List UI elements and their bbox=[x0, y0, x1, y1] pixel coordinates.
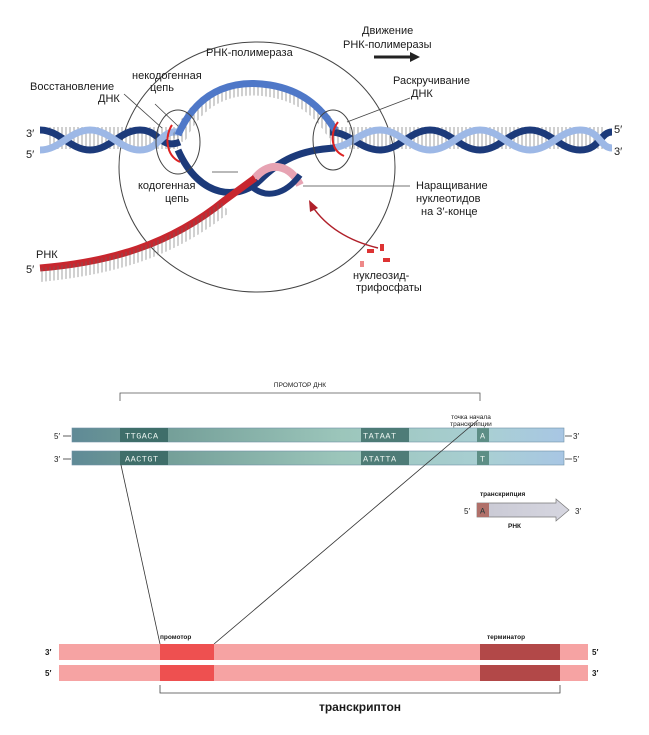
rna-arrow-right-end: 3′ bbox=[575, 507, 581, 516]
bottom-promoter-region bbox=[160, 665, 214, 681]
coding-strand bbox=[174, 144, 336, 196]
top-strand-strip bbox=[71, 427, 565, 443]
gene-top-right-end: 5′ bbox=[592, 648, 598, 657]
gene-bottom-right-end: 3′ bbox=[592, 669, 598, 678]
restore-circle bbox=[155, 109, 201, 175]
bottom-left-end: 3′ bbox=[54, 455, 60, 464]
ntp-molecules-icon bbox=[360, 244, 390, 267]
right-dna-helix bbox=[329, 126, 613, 154]
bottom-start bbox=[477, 451, 489, 465]
unwind-label-line1: Раскручивание bbox=[393, 75, 470, 87]
right-top-end-label: 5′ bbox=[614, 124, 622, 136]
bottom-terminator-region bbox=[480, 665, 560, 681]
unwind-rotation-icon bbox=[331, 121, 345, 157]
unwind-label-line2: ДНК bbox=[411, 88, 433, 100]
movement-label-line2: РНК-полимеразы bbox=[343, 39, 432, 51]
unwind-circle bbox=[312, 109, 354, 171]
rna-strand bbox=[39, 175, 258, 282]
bottom-right-end: 5′ bbox=[573, 455, 579, 464]
bottom-box1 bbox=[120, 451, 168, 465]
top-start bbox=[477, 428, 489, 442]
growth-label-line2: нуклеотидов bbox=[416, 193, 481, 205]
promoter-label: промотор bbox=[160, 634, 191, 641]
rna-arrow-label: РНК bbox=[508, 523, 521, 530]
transcripton-label: транскриптон bbox=[319, 700, 401, 714]
restore-label-line1: Восстановление bbox=[30, 81, 114, 93]
polymerase-section: РНК-полимераза Движение РНК-полимеразы н… bbox=[26, 25, 622, 294]
zoom-line-left bbox=[120, 464, 161, 645]
terminator-label: терминатор bbox=[487, 634, 525, 641]
restore-rotation-icon bbox=[166, 124, 181, 163]
rna-5-end-label: 5′ bbox=[26, 264, 34, 276]
movement-label-line1: Движение bbox=[362, 25, 413, 37]
start-point-line1: точка начала bbox=[451, 414, 491, 421]
bottom-box1-seq: AACTGT bbox=[125, 455, 159, 465]
noncoding-label-line2: цепь bbox=[150, 82, 174, 94]
top-terminator-region bbox=[480, 644, 560, 660]
gene-bottom-left-end: 5′ bbox=[45, 669, 51, 678]
bottom-box2 bbox=[361, 451, 409, 465]
rna-arrow-left-end: 5′ bbox=[464, 507, 470, 516]
rna-arrow bbox=[476, 498, 570, 522]
left-top-end-label: 3′ bbox=[26, 128, 34, 140]
rna-polymerase-label: РНК-полимераза bbox=[206, 47, 294, 59]
bottom-box2-seq: ATATTA bbox=[363, 455, 397, 465]
top-box2-seq: TATAAT bbox=[363, 432, 397, 442]
restore-label-line2: ДНК bbox=[98, 93, 120, 105]
transcripton-section: промотор терминатор 3′ 5′ 5′ 3′ транскри… bbox=[45, 634, 598, 714]
ntp-arrowhead-icon bbox=[309, 200, 318, 212]
start-point-line2: транскрипции bbox=[450, 421, 492, 428]
coding-label-line1: кодогенная bbox=[138, 180, 196, 192]
restore-leader bbox=[123, 93, 163, 129]
ntp-label-line2: трифосфаты bbox=[356, 282, 422, 294]
promoter-section: ПРОМОТОР ДНК точка начала транскрипции T… bbox=[54, 382, 581, 530]
noncoding-strand-arc bbox=[171, 79, 342, 144]
top-promoter-region bbox=[160, 644, 214, 660]
bottom-strand-strip bbox=[71, 450, 565, 466]
movement-arrow-icon bbox=[374, 52, 420, 62]
left-bottom-end-label: 5′ bbox=[26, 149, 34, 161]
ntp-label-line1: нуклеозид- bbox=[353, 270, 410, 282]
bottom-start-nt: T bbox=[480, 455, 486, 465]
unwind-leader bbox=[346, 97, 411, 123]
top-start-nt: A bbox=[480, 432, 486, 442]
rna-dna-hybrid bbox=[247, 162, 304, 197]
promoter-title: ПРОМОТОР ДНК bbox=[274, 382, 326, 389]
top-box1-seq: TTGACA bbox=[125, 432, 159, 442]
zoom-line-right bbox=[213, 419, 479, 645]
noncoding-leader bbox=[154, 103, 179, 127]
rna-polymerase-ellipse bbox=[118, 41, 396, 293]
growth-label-line3: на 3′-конце bbox=[421, 206, 478, 218]
promoter-bracket bbox=[119, 392, 481, 401]
noncoding-label-line1: некодогенная bbox=[132, 70, 202, 82]
transcripton-bracket bbox=[159, 685, 561, 694]
rna-first-nt-label: A bbox=[480, 507, 486, 517]
rna-label: РНК bbox=[36, 249, 58, 261]
rna-first-nt bbox=[477, 503, 489, 517]
gene-top-left-end: 3′ bbox=[45, 648, 51, 657]
transcription-label: транскрипция bbox=[480, 491, 525, 498]
right-bottom-end-label: 3′ bbox=[614, 146, 622, 158]
top-left-end: 5′ bbox=[54, 432, 60, 441]
top-box1 bbox=[120, 428, 168, 442]
left-dna-helix bbox=[39, 126, 182, 154]
coding-label-line2: цепь bbox=[165, 193, 189, 205]
top-right-end: 3′ bbox=[573, 432, 579, 441]
growth-label-line1: Наращивание bbox=[416, 180, 488, 192]
top-box2 bbox=[361, 428, 409, 442]
ntp-arrow bbox=[311, 205, 379, 249]
